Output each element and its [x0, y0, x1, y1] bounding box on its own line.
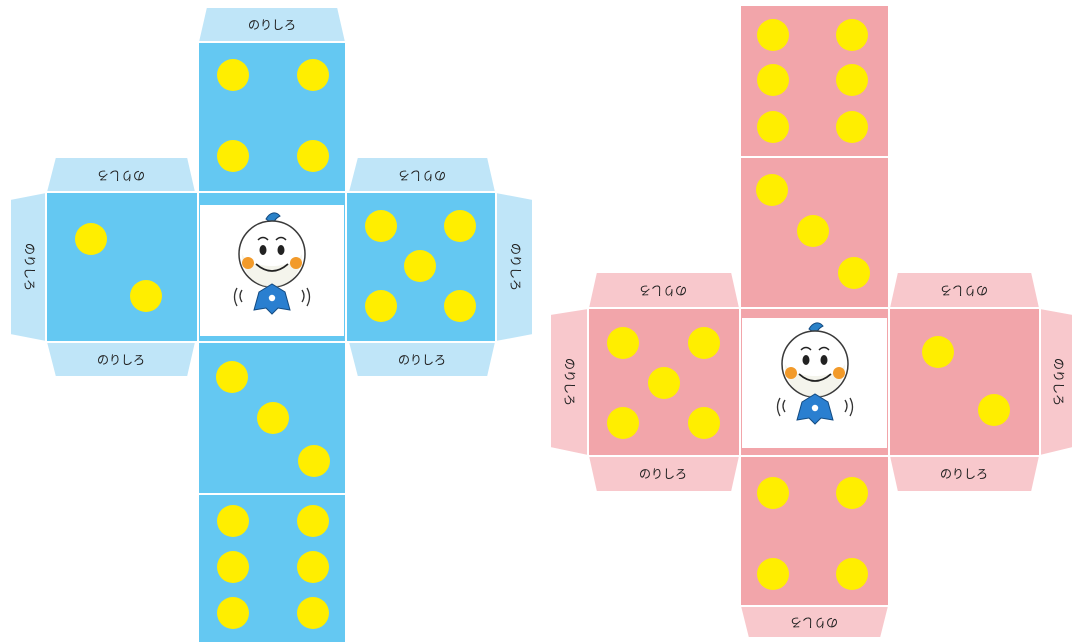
pink-face-right-two [888, 307, 1041, 457]
pink-glue-flap-left-bottom-label: のりしろ [639, 467, 687, 481]
pink-glue-flap-right-bottom-label: のりしろ [940, 467, 988, 481]
pink-glue-flap-right-side-label: のりしろ [1052, 358, 1066, 406]
pink-pips-three [756, 174, 870, 289]
blue-pips-five [365, 210, 476, 322]
blue-face-left-two [45, 191, 199, 343]
blue-glue-flap-left-top-label: のりしろ [97, 169, 145, 183]
blue-glue-flap-left-side-label: のりしろ [23, 243, 37, 291]
blue-pips-six [217, 505, 329, 629]
pink-pips-six [757, 19, 868, 143]
blue-pips-four [217, 59, 329, 172]
pink-glue-flap-bottom-label: のりしろ [790, 616, 838, 630]
blue-glue-flap-left-bottom-label: のりしろ [97, 353, 145, 367]
blue-pips-three [216, 361, 330, 477]
blue-glue-flap-right-bottom-label: のりしろ [398, 353, 446, 367]
pink-pips-four [757, 477, 868, 590]
blue-die-net: のりしろ のりしろ のりしろ のりしろ のりしろ のりしろ のりしろ [9, 6, 534, 643]
pink-die-net: のりしろ のりしろ のりしろ のりしろ のりしろ のりしろ のりしろ [549, 4, 1073, 639]
pink-glue-flap-right-top-label: のりしろ [940, 284, 988, 298]
pink-glue-flap-left-side-label: のりしろ [563, 358, 577, 406]
pink-glue-flap-left-top-label: のりしろ [639, 284, 687, 298]
blue-glue-flap-top-label: のりしろ [248, 18, 296, 32]
mascot-icon [776, 322, 854, 425]
blue-glue-flap-right-top-label: のりしろ [398, 169, 446, 183]
pink-pips-two [922, 336, 1010, 426]
blue-glue-flap-right-side-label: のりしろ [509, 243, 523, 291]
blue-pips-two [75, 223, 162, 312]
mascot-icon [233, 212, 311, 315]
pink-pips-five [607, 327, 720, 439]
